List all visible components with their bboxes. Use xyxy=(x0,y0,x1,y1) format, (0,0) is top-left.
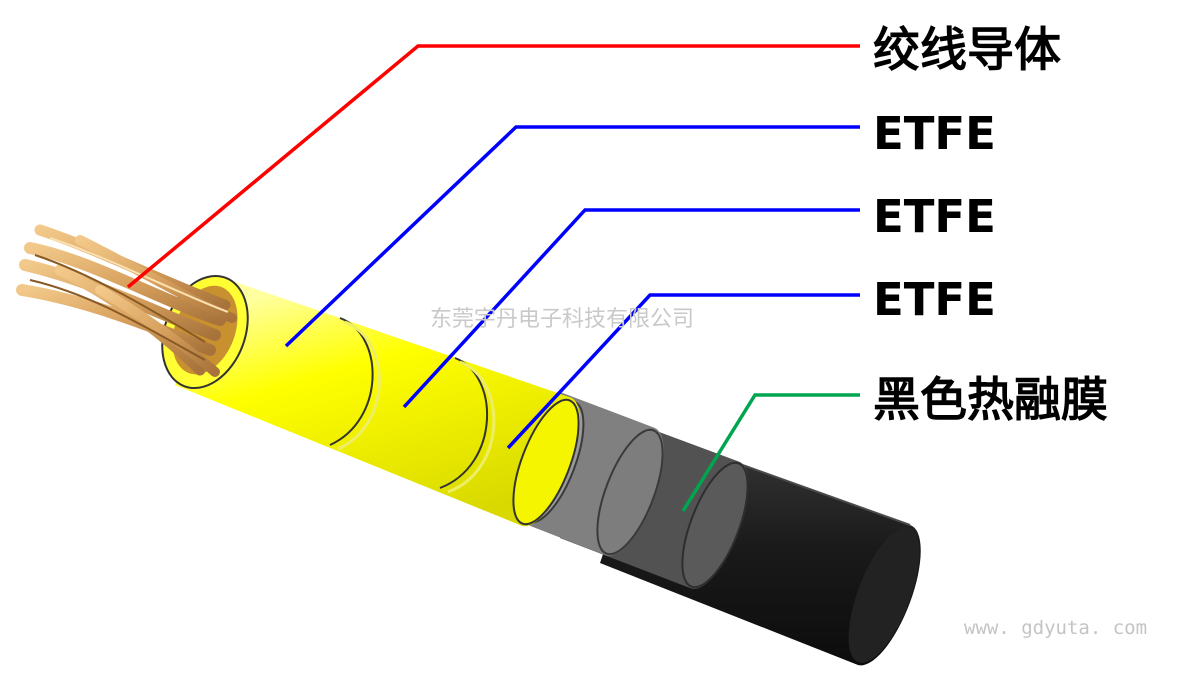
watermark-url: www. gdyuta. com xyxy=(964,617,1147,639)
stranded-conductor xyxy=(16,224,237,377)
leader-line-etfe-3 xyxy=(506,293,860,450)
leader-line-etfe-1 xyxy=(284,125,860,348)
leader-lines xyxy=(126,44,860,512)
label-film: 黑色热融膜 xyxy=(873,373,1108,428)
leader-line-conductor xyxy=(126,44,860,289)
leader-line-etfe-2 xyxy=(402,208,860,409)
label-etfe-3: ETFE xyxy=(873,273,996,326)
watermark-company: 东莞宇丹电子科技有限公司 xyxy=(430,307,694,332)
leader-line-film xyxy=(681,393,860,512)
label-conductor: 绞线导体 xyxy=(873,23,1061,78)
label-etfe-2: ETFE xyxy=(873,190,996,243)
label-etfe-1: ETFE xyxy=(873,107,996,160)
